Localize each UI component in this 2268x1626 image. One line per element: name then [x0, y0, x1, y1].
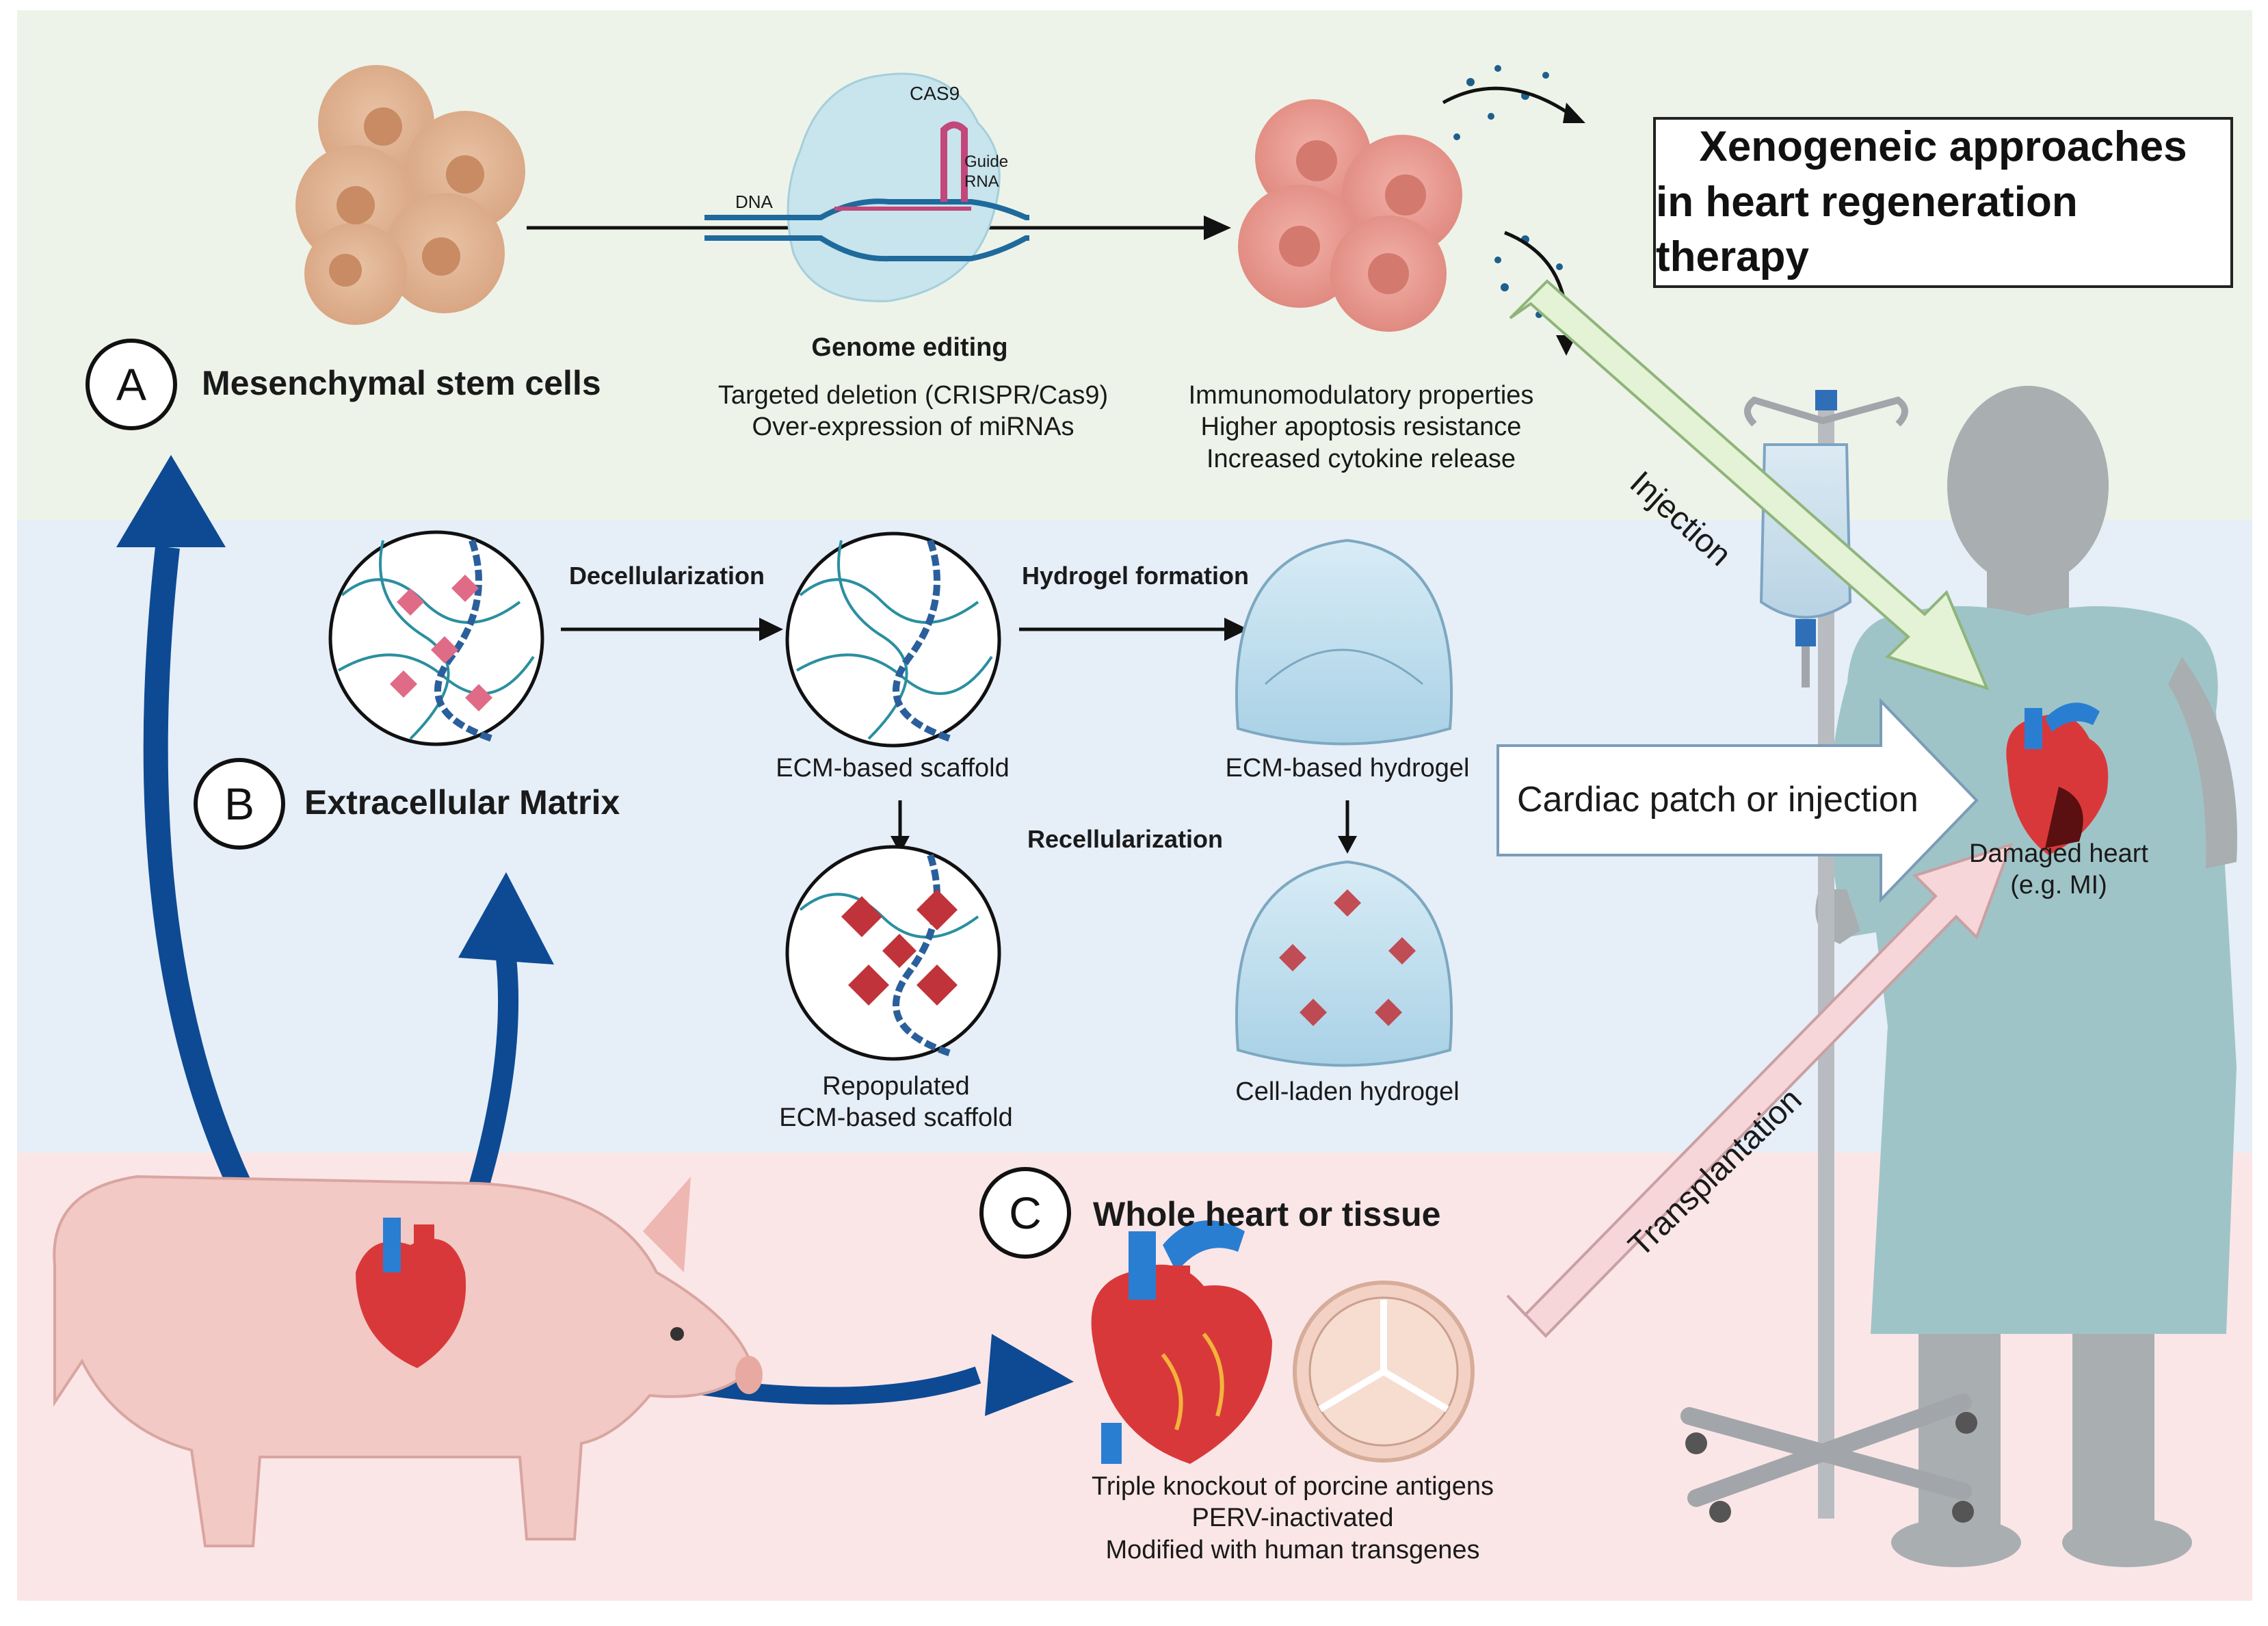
- cell-laden-hydrogel-label: Cell-laden hydrogel: [1235, 1077, 1460, 1106]
- injection-arrow[interactable]: [1509, 279, 1990, 691]
- ecm-hydrogel-label: ECM-based hydrogel: [1225, 754, 1470, 783]
- section-c-label: Whole heart or tissue: [1093, 1195, 1441, 1233]
- patient-left-foot: [1891, 1518, 2021, 1567]
- pig-heart-icon: [356, 1218, 466, 1368]
- section-c-badge: C: [979, 1167, 1071, 1259]
- section-a-badge: A: [85, 339, 177, 430]
- ecm-native-icon: [328, 530, 544, 746]
- patient-right-arm: [2168, 657, 2237, 869]
- hydrogel-formation-arrow: [1019, 618, 1248, 641]
- arrow-to-whole-heart: [985, 1334, 1074, 1416]
- msc-cluster-icon: [295, 65, 525, 325]
- recellularization-label: Recellularization: [1027, 825, 1224, 853]
- cardiac-patch-label: Cardiac patch or injection: [1517, 780, 1918, 819]
- heart-valve-icon: [1293, 1281, 1475, 1463]
- iv-base: [1680, 1393, 1972, 1507]
- patient-right-foot: [2062, 1518, 2192, 1567]
- repopulated-scaffold-icon: [785, 845, 1001, 1061]
- ecm-scaffold-label: ECM-based scaffold: [776, 754, 1010, 783]
- title-box: Xenogeneic approaches in heart regenerat…: [1653, 117, 2233, 288]
- dna-label: DNA: [735, 192, 773, 212]
- patient-head: [1947, 386, 2109, 586]
- ecm-scaffold-icon: [785, 532, 1001, 748]
- title-line-1: Xenogeneic approaches: [1699, 123, 2187, 171]
- section-a-label: Mesenchymal stem cells: [202, 364, 601, 402]
- decellularization-arrow: [561, 618, 783, 641]
- arrow-to-ecm: [458, 872, 554, 965]
- patient-figure: [1815, 386, 2237, 1567]
- title-line-2: in heart regeneration therapy: [1656, 178, 2078, 281]
- cell-laden-hydrogel-icon: [1235, 860, 1453, 1067]
- hydrogel-formation-label: Hydrogel formation: [1021, 562, 1249, 590]
- crispr-cas9-icon: [704, 73, 1029, 302]
- ecm-hydrogel-icon: [1235, 538, 1453, 746]
- iv-stand: [1680, 390, 1977, 1523]
- whole-heart-notes: Triple knockout of porcine antigens PERV…: [1092, 1472, 1494, 1564]
- genome-editing-lines: Targeted deletion (CRISPR/Cas9) Over-exp…: [717, 381, 1109, 442]
- modified-msc-icon: [1238, 65, 1585, 356]
- damaged-heart-icon: [2006, 703, 2109, 855]
- pig-illustration: [53, 1175, 763, 1547]
- section-b-badge: B: [194, 758, 285, 850]
- recellularization-arrows: [891, 800, 1357, 854]
- genome-editing-heading: Genome editing: [811, 333, 1008, 362]
- guide-rna-label: Guide RNA: [964, 153, 1009, 192]
- transplantation-arrow[interactable]: [1506, 842, 2014, 1338]
- cas9-label: CAS9: [910, 83, 960, 104]
- arrow-to-msc: [116, 455, 226, 547]
- cardiac-patch-arrow[interactable]: [1496, 698, 1979, 903]
- iv-pole-top: [1815, 390, 1837, 410]
- section-b-label: Extracellular Matrix: [304, 783, 620, 822]
- repopulated-scaffold-label: Repopulated ECM-based scaffold: [779, 1072, 1013, 1133]
- msc-properties-text: Immunomodulatory properties Higher apopt…: [1188, 381, 1534, 473]
- whole-heart-icon: [1091, 1220, 1272, 1464]
- patient-right-leg: [2072, 1334, 2154, 1539]
- damaged-heart-label: Damaged heart (e.g. MI): [1969, 839, 2148, 900]
- decellularization-label: Decellularization: [568, 562, 765, 590]
